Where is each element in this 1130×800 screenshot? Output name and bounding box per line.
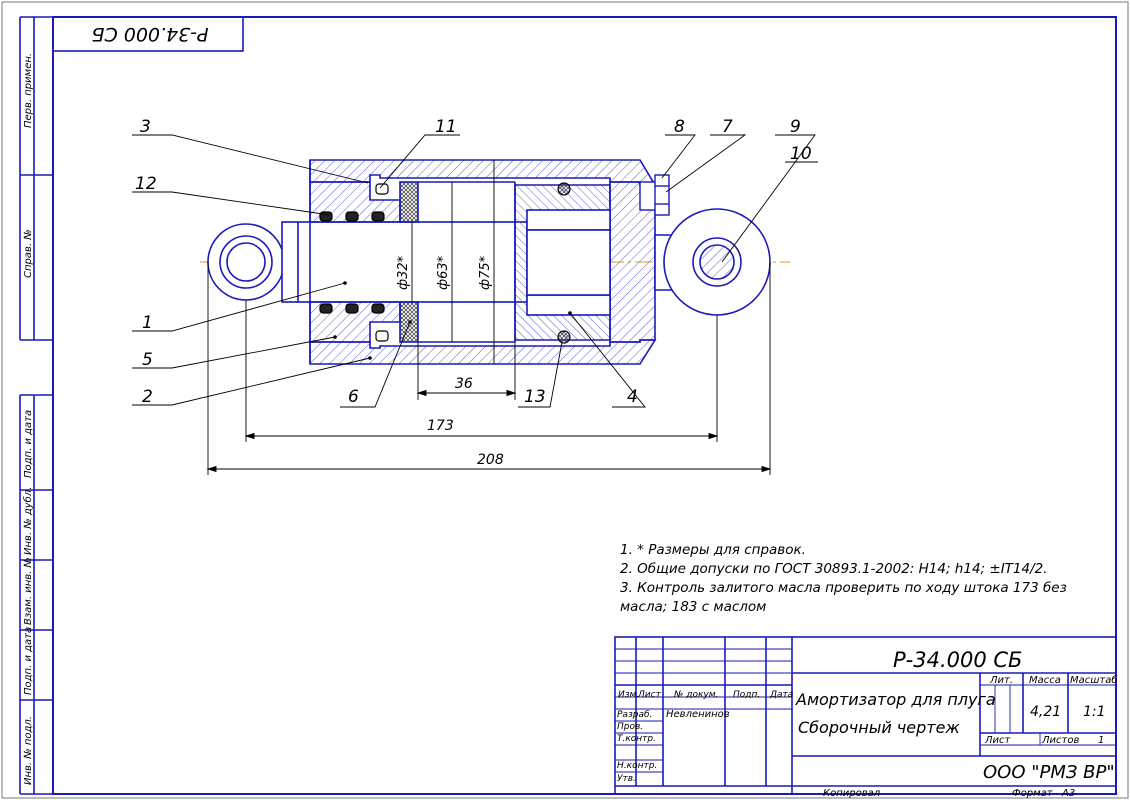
rotated-stamp-box xyxy=(52,16,244,52)
diameter-dims xyxy=(411,160,495,364)
tb-copied-label: Копировал xyxy=(823,788,881,799)
tb-scale-label: Масштаб xyxy=(1070,674,1118,686)
tb-sheets-count: 1 xyxy=(1098,735,1104,746)
dim-d75: ф75* xyxy=(478,255,493,290)
margin-label-perv: Перв. примен. xyxy=(23,53,34,128)
tb-row-razrab: Разраб. xyxy=(617,710,652,720)
leader-dots xyxy=(333,281,572,360)
balloon-9: 9 xyxy=(790,117,801,137)
balloon-11: 11 xyxy=(435,117,457,137)
tb-name-line2: Сборочный чертеж xyxy=(798,718,960,737)
linear-dims xyxy=(206,262,772,475)
tb-row-prov: Пров. xyxy=(617,722,643,732)
title-block xyxy=(614,636,1117,795)
balloon-5: 5 xyxy=(142,350,153,370)
tb-format-label: Формат xyxy=(1012,788,1054,799)
cylinder-body xyxy=(309,159,657,365)
note-1: 1. * Размеры для справок. xyxy=(620,542,806,558)
rotated-stamp-code: Р-34.000 СБ xyxy=(91,23,208,45)
balloon-4: 4 xyxy=(627,387,638,407)
tb-name-line1: Амортизатор для плуга xyxy=(795,690,996,709)
plug-fitting xyxy=(639,174,670,216)
balloon-6: 6 xyxy=(348,387,359,407)
tb-row-utv: Утв. xyxy=(617,774,636,784)
balloon-12: 12 xyxy=(135,174,157,194)
margin-label-sprav: Справ. № xyxy=(23,229,34,278)
balloon-10: 10 xyxy=(790,144,812,164)
tb-row-nkontr: Н.контр. xyxy=(617,761,657,771)
tb-col-data: Дата xyxy=(769,690,793,700)
margin-label-dubl: Инв. № дубл. xyxy=(22,487,34,555)
tb-col-izm: Изм. xyxy=(618,690,639,700)
tb-col-podp: Подп. xyxy=(733,690,760,700)
left-eye xyxy=(207,223,285,301)
drawing-frame xyxy=(52,16,1117,795)
tb-developer: Невленинов xyxy=(666,709,730,720)
dim-36: 36 xyxy=(455,376,473,392)
margin-label-podl: Инв. № подл. xyxy=(23,716,34,785)
tb-format-value: A3 xyxy=(1061,788,1075,799)
tb-sheet-label: Лист xyxy=(984,735,1012,746)
balloon-13: 13 xyxy=(524,387,546,407)
seals xyxy=(319,182,571,344)
tb-designation: Р-34.000 СБ xyxy=(893,648,1022,672)
tb-col-list: Лист xyxy=(637,690,662,700)
tb-lit-label: Лит. xyxy=(989,675,1013,686)
dim-173: 173 xyxy=(427,418,454,434)
margin-label-podp2: Подп. и дата xyxy=(23,627,34,695)
right-eye xyxy=(654,208,771,316)
balloon-8: 8 xyxy=(674,117,685,137)
assembly-drawing: ф32* ф63* ф75* 36 173 208 xyxy=(132,117,818,475)
balloon-3: 3 xyxy=(140,117,151,137)
note-3-cont: масла; 183 с маслом xyxy=(620,599,767,615)
leader-lines xyxy=(132,134,818,408)
tb-company: ООО "РМЗ ВР" xyxy=(983,762,1115,783)
dim-208: 208 xyxy=(477,452,504,468)
dim-d63: ф63* xyxy=(436,255,451,290)
balloon-7: 7 xyxy=(722,117,733,137)
tb-mass-value: 4,21 xyxy=(1030,704,1061,720)
tb-sheets-label: Листов xyxy=(1041,735,1079,746)
tb-col-dokum: № докум. xyxy=(673,690,718,700)
dim-d32: ф32* xyxy=(396,255,411,290)
tb-row-tkontr: Т.контр. xyxy=(617,734,656,744)
note-2: 2. Общие допуски по ГОСТ 30893.1-2002: H… xyxy=(620,561,1048,577)
tb-mass-label: Масса xyxy=(1029,675,1061,686)
left-margin xyxy=(19,16,53,795)
margin-label-podp1: Подп. и дата xyxy=(23,410,34,478)
margin-label-vzam: Взам. инв. № xyxy=(23,557,34,625)
note-3: 3. Контроль залитого масла проверить по … xyxy=(620,580,1067,596)
tb-scale-value: 1:1 xyxy=(1083,704,1106,720)
balloon-1: 1 xyxy=(142,313,153,333)
balloon-2: 2 xyxy=(142,387,153,407)
